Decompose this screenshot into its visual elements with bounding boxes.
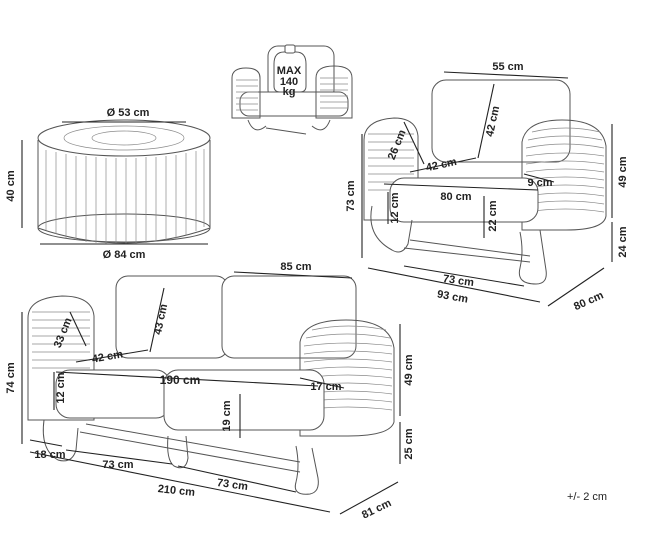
armchair-seat-width-line	[383, 183, 539, 191]
sofa-leg-offset-line	[29, 439, 63, 447]
armchair-base-depth: 73 cm	[442, 273, 475, 289]
armchair-total-width: 93 cm	[436, 288, 469, 305]
armchair-seat-depth-line	[409, 157, 477, 173]
sofa-illustration	[27, 275, 395, 495]
sofa-seat-width-line	[55, 371, 319, 387]
armchair-arm-height: 49 cm	[617, 156, 629, 187]
armchair-cushion-thickness: 22 cm	[487, 200, 499, 231]
sofa-back-angle-depth: 33 cm	[52, 316, 75, 350]
sofa-cushion-width-line	[233, 271, 353, 279]
weight-label-unit: kg	[283, 86, 296, 98]
armchair-seat-depth: 42 cm	[425, 156, 458, 174]
sofa-back-height-line	[149, 287, 165, 353]
quantity-badge: x2	[0, 0, 24, 5]
armchair-cushion-width: 55 cm	[492, 61, 523, 73]
armchair-illustration	[363, 79, 607, 285]
armchair-leg-height: 24 cm	[617, 226, 629, 257]
sofa-seat-width: 190 cm	[160, 373, 201, 387]
sofa-total-width-line	[29, 451, 331, 513]
weight-label-max: MAX	[277, 65, 302, 77]
sofa-seat-depth-line	[75, 349, 149, 363]
armchair-total-depth: 80 cm	[572, 289, 606, 313]
sofa-arm-width-line	[299, 377, 345, 389]
weight-label-value: 140	[280, 76, 298, 88]
armchair-arm-width-line	[523, 173, 555, 183]
sofa-arm-width: 17 cm	[310, 381, 341, 393]
sofa-cushion-width: 85 cm	[280, 261, 311, 273]
sofa-arm-height: 49 cm	[403, 354, 415, 385]
sofa-seat-clearance: 12 cm	[55, 372, 67, 403]
tolerance-note: +/- 2 cm	[567, 491, 608, 503]
armchair-back-angle-line	[403, 121, 425, 165]
coffee-table-illustration	[37, 119, 211, 244]
sofa-back-angle-line	[69, 311, 87, 347]
table-height: 40 cm	[5, 170, 17, 201]
table-base-diameter: Ø 84 cm	[103, 249, 146, 261]
armchair-cushion-width-line	[443, 71, 569, 79]
armchair-base-depth-line	[403, 265, 525, 287]
sofa-leg-height: 25 cm	[403, 428, 415, 459]
sofa-seat-depth: 42 cm	[91, 348, 124, 365]
armchair-back-angle-depth: 26 cm	[386, 128, 409, 162]
armchair-preview-illustration	[231, 44, 353, 135]
sofa-base-right-line	[177, 465, 297, 493]
sofa-cushion-thickness: 19 cm	[221, 400, 233, 431]
sofa-total-width: 210 cm	[157, 483, 196, 499]
armchair-total-height: 73 cm	[345, 180, 357, 211]
armchair-total-depth-line	[547, 267, 605, 307]
table-top-diameter: Ø 53 cm	[107, 107, 150, 119]
sofa-leg-offset: 18 cm	[34, 449, 65, 461]
armchair-total-width-line	[367, 267, 541, 303]
armchair-seat-width: 80 cm	[440, 191, 471, 203]
sofa-base-left-line	[65, 449, 173, 465]
armchair-back-height-line	[477, 83, 495, 159]
sofa-total-height: 74 cm	[5, 362, 17, 393]
armchair-arm-width: 9 cm	[527, 177, 552, 189]
sofa-total-depth-line	[339, 481, 399, 515]
sofa-base-right: 73 cm	[216, 477, 249, 493]
armchair-seat-clearance: 12 cm	[389, 192, 401, 223]
